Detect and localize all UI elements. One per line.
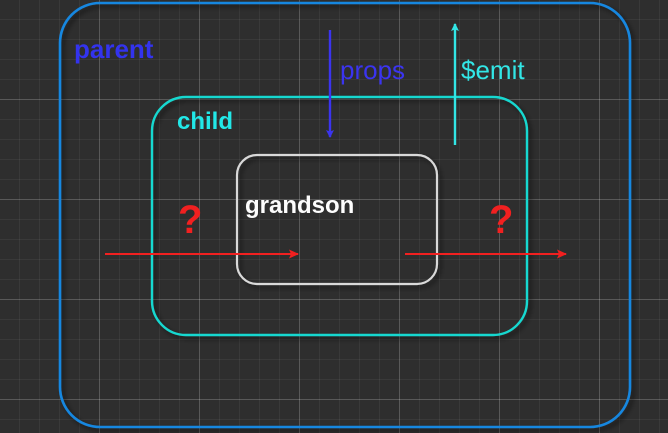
grandson-box-label: grandson (245, 192, 355, 219)
question-mark-left: ? (178, 198, 203, 242)
props-arrow-label: props (340, 55, 406, 85)
question-mark-right: ? (489, 198, 514, 242)
grandson-box (235, 153, 439, 286)
emit-arrow-label: $emit (461, 55, 525, 85)
child-box-label: child (177, 108, 234, 135)
parent-box (58, 1, 632, 429)
parent-box-label: parent (74, 34, 154, 64)
child-box (150, 95, 529, 337)
